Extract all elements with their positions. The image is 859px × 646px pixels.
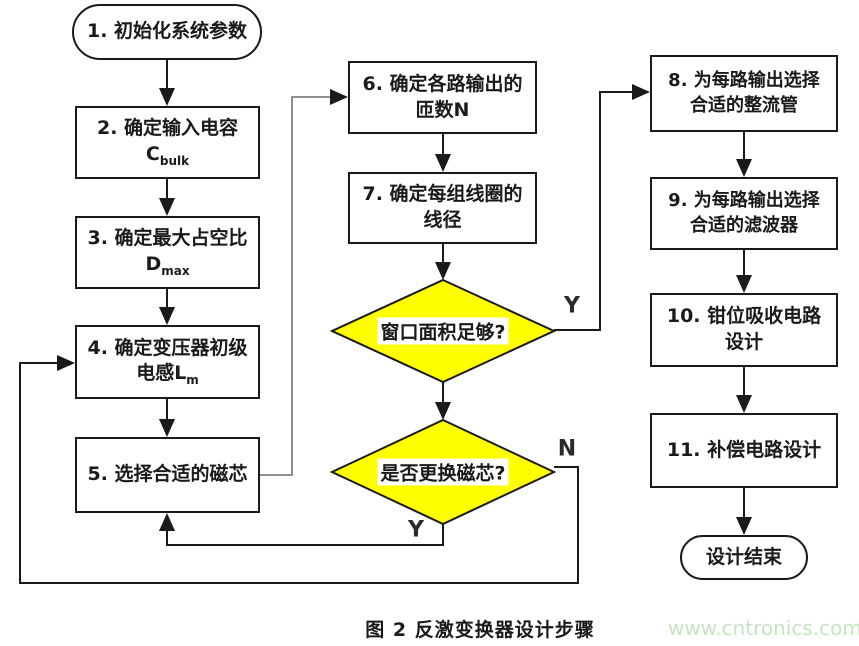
connector-decision2-no-step4 [19, 362, 579, 584]
node-step3-line1: 3. 确定最大占空比 [87, 227, 248, 250]
node-step7: 7. 确定每组线圈的 线径 [348, 172, 537, 244]
node-step8-line2: 合适的整流管 [690, 94, 798, 116]
arrowhead-step8 [632, 84, 650, 100]
node-step5: 5. 选择合适的磁芯 [75, 437, 260, 513]
node-step6: 6. 确定各路输出的 匝数N [348, 61, 537, 134]
node-step5-label: 5. 选择合适的磁芯 [87, 463, 248, 486]
node-step9: 9. 为每路输出选择 合适的滤波器 [650, 177, 838, 250]
watermark-text: www.cntronics.com [668, 616, 859, 640]
node-step7-line2: 线径 [423, 209, 462, 231]
node-step4-line1: 4. 确定变压器初级 [87, 336, 248, 359]
node-step2-line2: Cbulk [145, 142, 190, 168]
node-step3: 3. 确定最大占空比 Dmax [75, 216, 260, 289]
arrowhead-step4-left [57, 355, 75, 371]
node-step11: 11. 补偿电路设计 [650, 413, 838, 488]
decision-core-label: 是否更换磁芯? [377, 458, 509, 486]
branch-label-window-yes: Y [564, 293, 580, 319]
figure-caption: 图 2 反激变换器设计步骤 [365, 619, 595, 641]
node-step4-line2: 电感Lm [136, 362, 199, 388]
node-step10-line2: 设计 [724, 331, 763, 353]
node-step6-line1: 6. 确定各路输出的 [362, 72, 523, 95]
node-step11-label: 11. 补偿电路设计 [666, 438, 822, 461]
connector-group [19, 60, 745, 584]
branch-label-core-no: N [557, 436, 577, 462]
arrowhead-decision2 [435, 402, 451, 420]
connector-step5-to-step6 [260, 96, 332, 476]
node-step7-line1: 7. 确定每组线圈的 [362, 183, 523, 206]
node-start-label: 1. 初始化系统参数 [86, 20, 248, 43]
node-end-label: 设计结束 [705, 545, 782, 568]
decision-window-label: 窗口面积足够? [377, 317, 509, 345]
connector-decision2-yes-step5 [166, 524, 444, 546]
node-step8-line1: 8. 为每路输出选择 [668, 70, 820, 92]
node-step3-line2: Dmax [145, 252, 190, 278]
node-end: 设计结束 [680, 535, 808, 580]
node-step9-line1: 9. 为每路输出选择 [668, 190, 820, 212]
node-step8: 8. 为每路输出选择 合适的整流管 [650, 55, 838, 132]
arrowhead-step6 [330, 89, 348, 105]
node-step4: 4. 确定变压器初级 电感Lm [75, 325, 260, 399]
node-step2-line1: 2. 确定输入电容 [96, 117, 239, 140]
arrowhead-end [736, 517, 752, 535]
node-step6-line2: 匝数N [415, 98, 470, 121]
arrowhead-step5 [159, 419, 175, 437]
arrowhead-step5-bottom [159, 513, 175, 531]
branch-label-core-yes: Y [408, 517, 424, 543]
arrowhead-step9 [736, 159, 752, 177]
node-step2: 2. 确定输入电容 Cbulk [75, 106, 260, 179]
node-step10: 10. 钳位吸收电路 设计 [650, 293, 838, 367]
arrowhead-step11 [736, 395, 752, 413]
node-step9-line2: 合适的滤波器 [690, 214, 798, 236]
arrowhead-step2 [159, 88, 175, 106]
arrowhead-decision1 [435, 262, 451, 280]
arrowhead-step10 [736, 275, 752, 293]
arrowhead-group [57, 84, 752, 535]
arrowhead-step3 [159, 198, 175, 216]
arrowhead-step7 [435, 154, 451, 172]
arrowhead-step4 [159, 307, 175, 325]
node-step10-line1: 10. 钳位吸收电路 [666, 305, 822, 328]
node-start: 1. 初始化系统参数 [72, 4, 262, 60]
connector-decision1-yes-step8 [554, 91, 632, 331]
